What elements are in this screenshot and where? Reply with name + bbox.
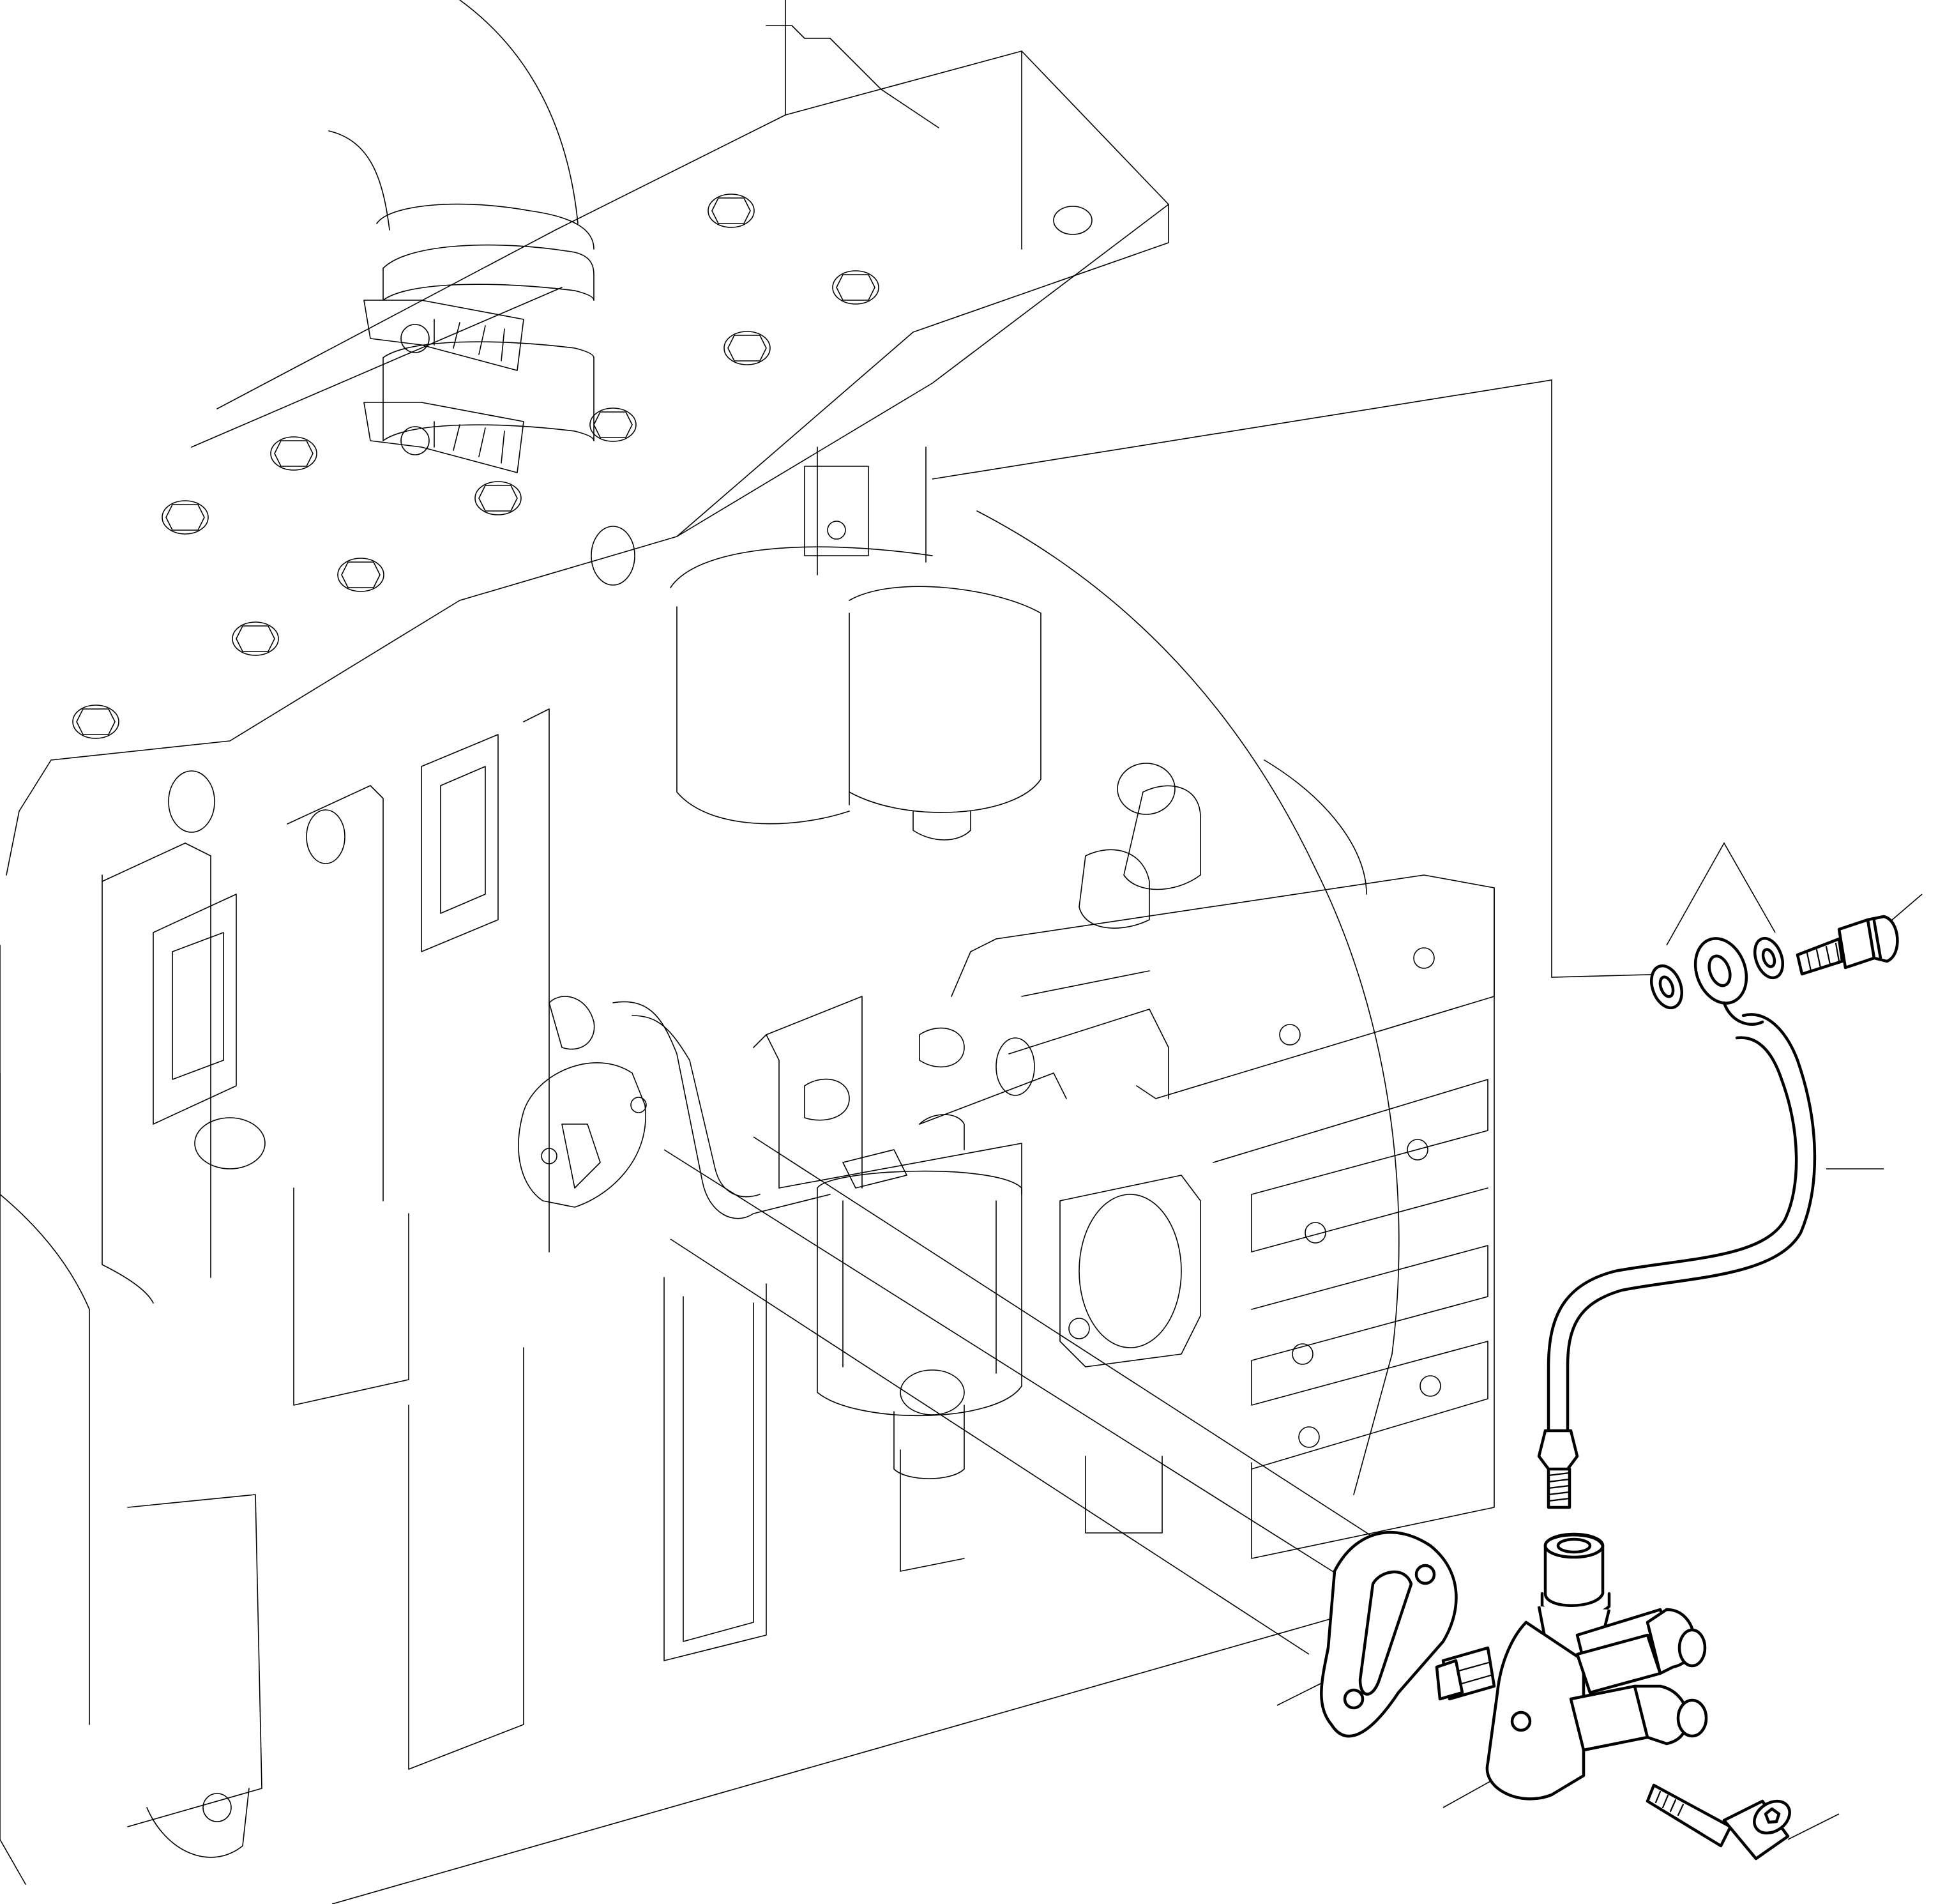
leader-line-assembly-upper (663, 1149, 1374, 1597)
manifold-top-flange (6, 0, 1169, 876)
banjo-eye (1693, 937, 1764, 1026)
hose-clamp-lower (363, 402, 524, 473)
hose-clamp-upper (363, 300, 524, 371)
exploded-parts (1320, 915, 1899, 1861)
engine-block-background (0, 0, 1495, 1885)
leader-line-base (331, 1615, 1342, 1904)
manifold-bolts (72, 194, 1093, 1169)
leader-line-filter-to-washer (932, 379, 1674, 978)
engine-fuel-pipe (612, 970, 1169, 1219)
water-separator-bowl (778, 1114, 1022, 1572)
fuel-filter-housing (670, 446, 1041, 841)
fuel-lift-pump (1435, 1532, 1708, 1801)
leader-line-washers-apex (1666, 842, 1776, 946)
intake-pipe (328, 0, 594, 441)
cap-screw (1646, 1783, 1791, 1861)
sealing-washer-right (1753, 936, 1784, 980)
engine-pump-flange (518, 996, 647, 1208)
mounting-bracket (951, 510, 1495, 1559)
gasket (1320, 1531, 1458, 1738)
fuel-pipe (1537, 1013, 1817, 1509)
leader-lines (331, 379, 1923, 1904)
leader-line-assembly-lower (670, 1238, 1310, 1655)
sealing-washer-left (1650, 964, 1683, 1010)
cylinder-block (0, 708, 767, 1885)
leader-line-screw (1787, 1813, 1840, 1840)
leader-line-bowl (753, 1136, 1457, 1591)
leader-line-gasket (1276, 1679, 1329, 1706)
banjo-bolt (1796, 915, 1899, 976)
